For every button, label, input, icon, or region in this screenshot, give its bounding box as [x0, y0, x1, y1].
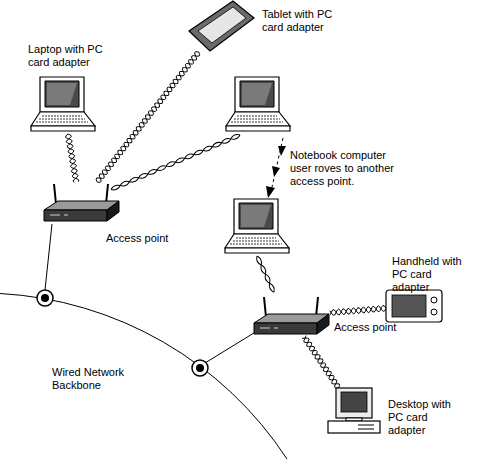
wireless-link	[255, 255, 276, 293]
device-label: Handheld with PC card adapter	[392, 255, 472, 294]
desktop-monitor	[336, 388, 372, 418]
handheld-button	[431, 309, 437, 315]
backbone-tap	[37, 290, 53, 306]
wireless-strand	[110, 133, 241, 191]
wireless-strand	[110, 133, 241, 191]
wireless-strand	[255, 255, 276, 293]
desktop-drive	[358, 425, 374, 429]
access-point: Access point	[250, 295, 330, 337]
handheld-node: Handheld with PC card adapter	[386, 290, 442, 322]
backbone-arc	[0, 294, 287, 459]
roving-head	[266, 186, 275, 198]
handheld-body	[386, 290, 442, 322]
device-label: Laptop with PC card adapter	[28, 43, 108, 69]
roving-head	[278, 146, 286, 156]
device-label: Access point	[334, 321, 414, 334]
backbone-label: Wired Network Backbone	[52, 366, 132, 392]
desktop-icon	[328, 388, 380, 433]
wired-link	[45, 224, 52, 290]
access-point-icon	[44, 184, 119, 221]
handheld-button	[431, 297, 437, 303]
tablet-frame	[189, 1, 254, 51]
access-point-icon	[254, 297, 329, 334]
wireless-strand	[255, 255, 276, 293]
access-point: Access point	[40, 182, 120, 226]
handheld-screen	[392, 295, 426, 317]
edge-layer	[66, 52, 386, 388]
tap-ring	[192, 360, 208, 376]
laptop-icon	[31, 77, 95, 131]
laptop-node: Laptop with PC card adapter	[30, 76, 96, 134]
wired-link	[205, 328, 262, 363]
wireless-link	[330, 306, 386, 316]
device-label: Tablet with PC card adapter	[262, 8, 342, 34]
desktop-case	[328, 421, 380, 433]
roving-head	[272, 166, 280, 177]
tablet-screen	[198, 7, 246, 43]
handheld-icon	[386, 290, 442, 322]
wireless-link	[110, 133, 241, 191]
roving-arrow	[266, 138, 286, 198]
wireless-link	[96, 52, 200, 183]
tap-ring	[37, 290, 53, 306]
desktop-screen	[341, 392, 367, 412]
tablet-icon	[189, 1, 254, 51]
wireless-link	[66, 134, 79, 182]
device-label: Desktop with PC card adapter	[388, 398, 468, 437]
notebook-icon	[226, 77, 290, 131]
tablet-node: Tablet with PC card adapter	[183, 0, 255, 52]
device-label: Access point	[106, 232, 186, 245]
tap-dot	[196, 364, 204, 372]
callout-note: Notebook computer user roves to another …	[290, 149, 402, 188]
notebook-icon	[225, 199, 289, 253]
backbone-tap	[192, 360, 208, 376]
tap-dot	[41, 294, 49, 302]
wireless-link	[302, 336, 340, 388]
desktop-node: Desktop with PC card adapter	[328, 388, 380, 434]
